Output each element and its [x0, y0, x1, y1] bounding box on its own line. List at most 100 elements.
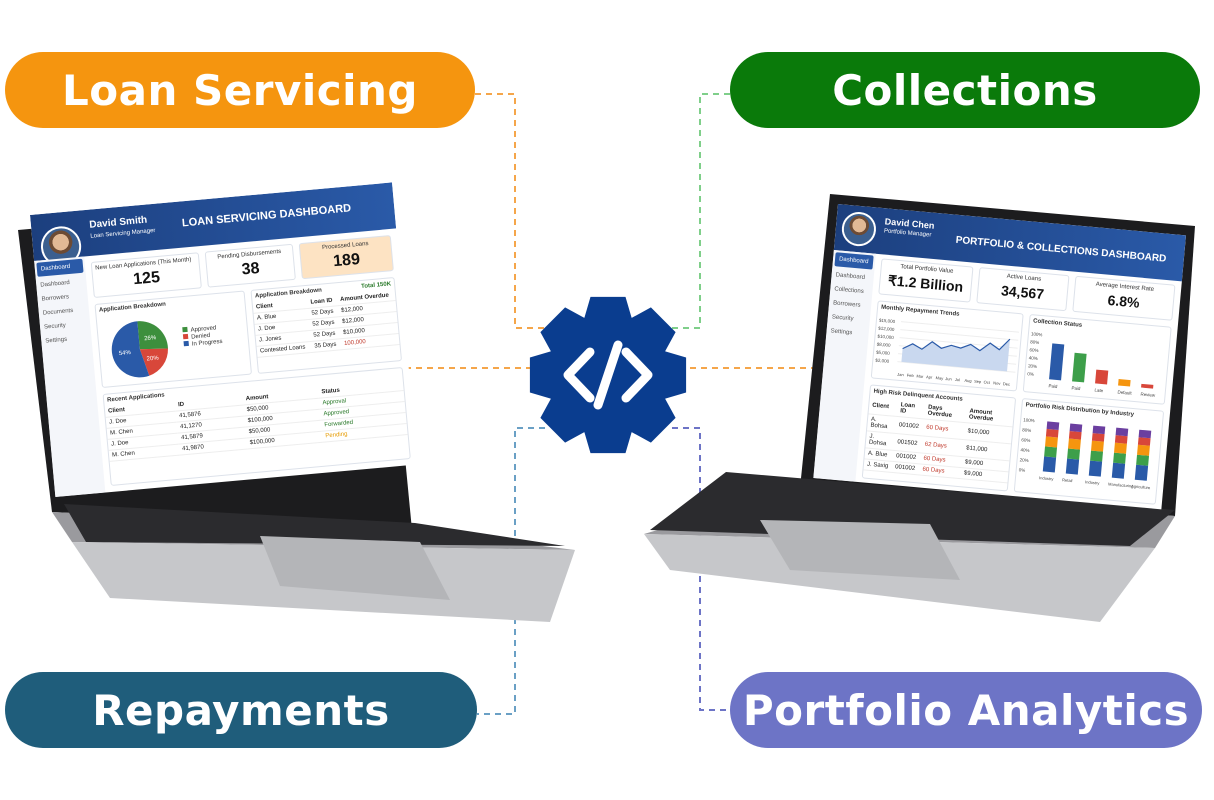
y-tick-label: 0%	[1019, 467, 1026, 473]
y-tick-label: $2,000	[875, 358, 890, 364]
x-tick-label: Feb	[907, 373, 915, 379]
stacked-bar-segment	[1044, 446, 1058, 458]
stacked-bar-segment	[1092, 425, 1106, 435]
table-cell: 001002	[891, 461, 920, 475]
pie-slice-label: 26%	[144, 335, 157, 342]
pie-slice-label: 54%	[119, 350, 132, 357]
breakdown-card: Application Breakdown 26%20%54% Approved…	[94, 290, 253, 388]
total-badge: Total 150K	[360, 281, 392, 291]
gridline	[900, 321, 1020, 333]
stacked-bar-segment	[1042, 456, 1057, 473]
connector-collections	[672, 93, 730, 329]
stacked-bar-segment	[1136, 454, 1150, 466]
y-tick-label: 20%	[1028, 363, 1037, 369]
kpi-card: Average Interest Rate 6.8%	[1072, 275, 1176, 321]
right-dashboard-screen: David Chen Portfolio Manager PORTFOLIO &…	[813, 204, 1186, 510]
y-tick-label: 40%	[1020, 447, 1029, 453]
y-tick-label: 40%	[1029, 355, 1038, 361]
left-laptop: David Smith Loan Servicing Manager LOAN …	[0, 182, 580, 630]
sidebar-item[interactable]: Dashboard	[36, 258, 84, 277]
y-tick-label: 20%	[1019, 457, 1028, 463]
gridline	[900, 329, 1019, 341]
sidebar-item[interactable]: Dashboard	[834, 252, 874, 270]
x-tick-label: Jun	[945, 376, 952, 382]
y-tick-label: 80%	[1022, 427, 1031, 433]
x-tick-label: May	[935, 375, 943, 381]
pie-slice	[139, 348, 168, 376]
right-laptop: David Chen Portfolio Manager PORTFOLIO &…	[630, 190, 1214, 630]
sidebar-item[interactable]: Settings	[45, 336, 68, 345]
table-cell: J. Saxig	[863, 458, 893, 473]
x-tick-label: Dec	[1003, 381, 1011, 387]
x-tick-label: Industry	[1039, 475, 1054, 481]
stacked-bar-segment	[1111, 462, 1126, 479]
stacked-bar-segment	[1137, 437, 1151, 446]
stacked-bar-segment	[1045, 436, 1058, 448]
stacked-bar-segment	[1065, 458, 1080, 475]
x-tick-label: Paid	[1071, 385, 1081, 391]
y-tick-label: 0%	[1027, 371, 1034, 377]
y-tick-label: 100%	[1031, 331, 1043, 337]
left-dashboard-screen: David Smith Loan Servicing Manager LOAN …	[30, 182, 418, 498]
table-cell: 35 Days	[310, 338, 342, 353]
y-tick-label: 60%	[1029, 347, 1038, 353]
sidebar-item[interactable]: Settings	[830, 328, 853, 337]
stacked-bar-segment	[1091, 433, 1105, 442]
portfolio-analytics-label: Portfolio Analytics	[730, 672, 1202, 748]
collection-bar	[1118, 379, 1131, 387]
collection-bar	[1141, 383, 1154, 389]
collection-bar	[1049, 343, 1065, 381]
y-tick-label: 80%	[1030, 339, 1039, 345]
trend-line	[902, 338, 1011, 352]
kpi-card: Total Portfolio Value ₹1.2 Billion	[878, 258, 974, 303]
pie-slice	[137, 321, 168, 350]
y-tick-label: $12,000	[878, 326, 895, 332]
x-tick-label: Agriculture	[1131, 483, 1151, 490]
trend-area	[901, 339, 1010, 372]
collections-label: Collections	[730, 52, 1200, 128]
avatar	[840, 210, 878, 248]
x-tick-label: Nov	[993, 380, 1001, 386]
connector-repayments	[477, 427, 545, 715]
y-tick-label: 100%	[1023, 417, 1035, 423]
dashboard-title: LOAN SERVICING DASHBOARD	[181, 202, 352, 230]
kpi-card: Active Loans 34,567	[976, 267, 1070, 312]
stacked-bar-segment	[1114, 435, 1128, 444]
stacked-bar-segment	[1068, 438, 1081, 450]
connector-loan-servicing	[475, 93, 545, 329]
dist-card: Portfolio Risk Distribution by Industry …	[1013, 398, 1165, 505]
collection-card: Collection Status 100%80%60%40%20%0%Paid…	[1022, 314, 1172, 405]
kpi-card: New Loan Applications (This Month) 125	[90, 252, 202, 298]
x-tick-label: Oct	[983, 379, 991, 385]
stacked-bar-segment	[1138, 429, 1152, 439]
x-tick-label: Jul	[955, 377, 961, 382]
x-tick-label: Manufacturing	[1108, 481, 1134, 488]
stacked-bar-segment	[1088, 460, 1103, 477]
stacked-bar-segment	[1113, 452, 1127, 464]
pie-chart: 26%20%54%	[111, 321, 168, 378]
dashboard-title: PORTFOLIO & COLLECTIONS DASHBOARD	[955, 234, 1167, 265]
x-tick-label: Paid	[1048, 383, 1058, 389]
stacked-bar-segment	[1115, 427, 1129, 437]
x-tick-label: Apr	[926, 374, 933, 380]
kpi-card: Processed Loans 189	[298, 234, 394, 280]
y-tick-label: $15,000	[879, 318, 896, 324]
collection-bar	[1072, 352, 1087, 383]
stacked-bar-segment	[1134, 464, 1149, 481]
y-tick-label: $8,000	[877, 342, 892, 348]
x-tick-label: Sep	[974, 379, 982, 385]
kpi-card: Pending Disbursements 38	[204, 243, 296, 288]
table-cell: 60 Days	[918, 463, 962, 479]
stacked-bar-segment	[1137, 444, 1150, 456]
pie-slice	[111, 321, 150, 378]
x-tick-label: Retail	[1062, 477, 1073, 483]
x-tick-label: Jan	[897, 372, 904, 378]
